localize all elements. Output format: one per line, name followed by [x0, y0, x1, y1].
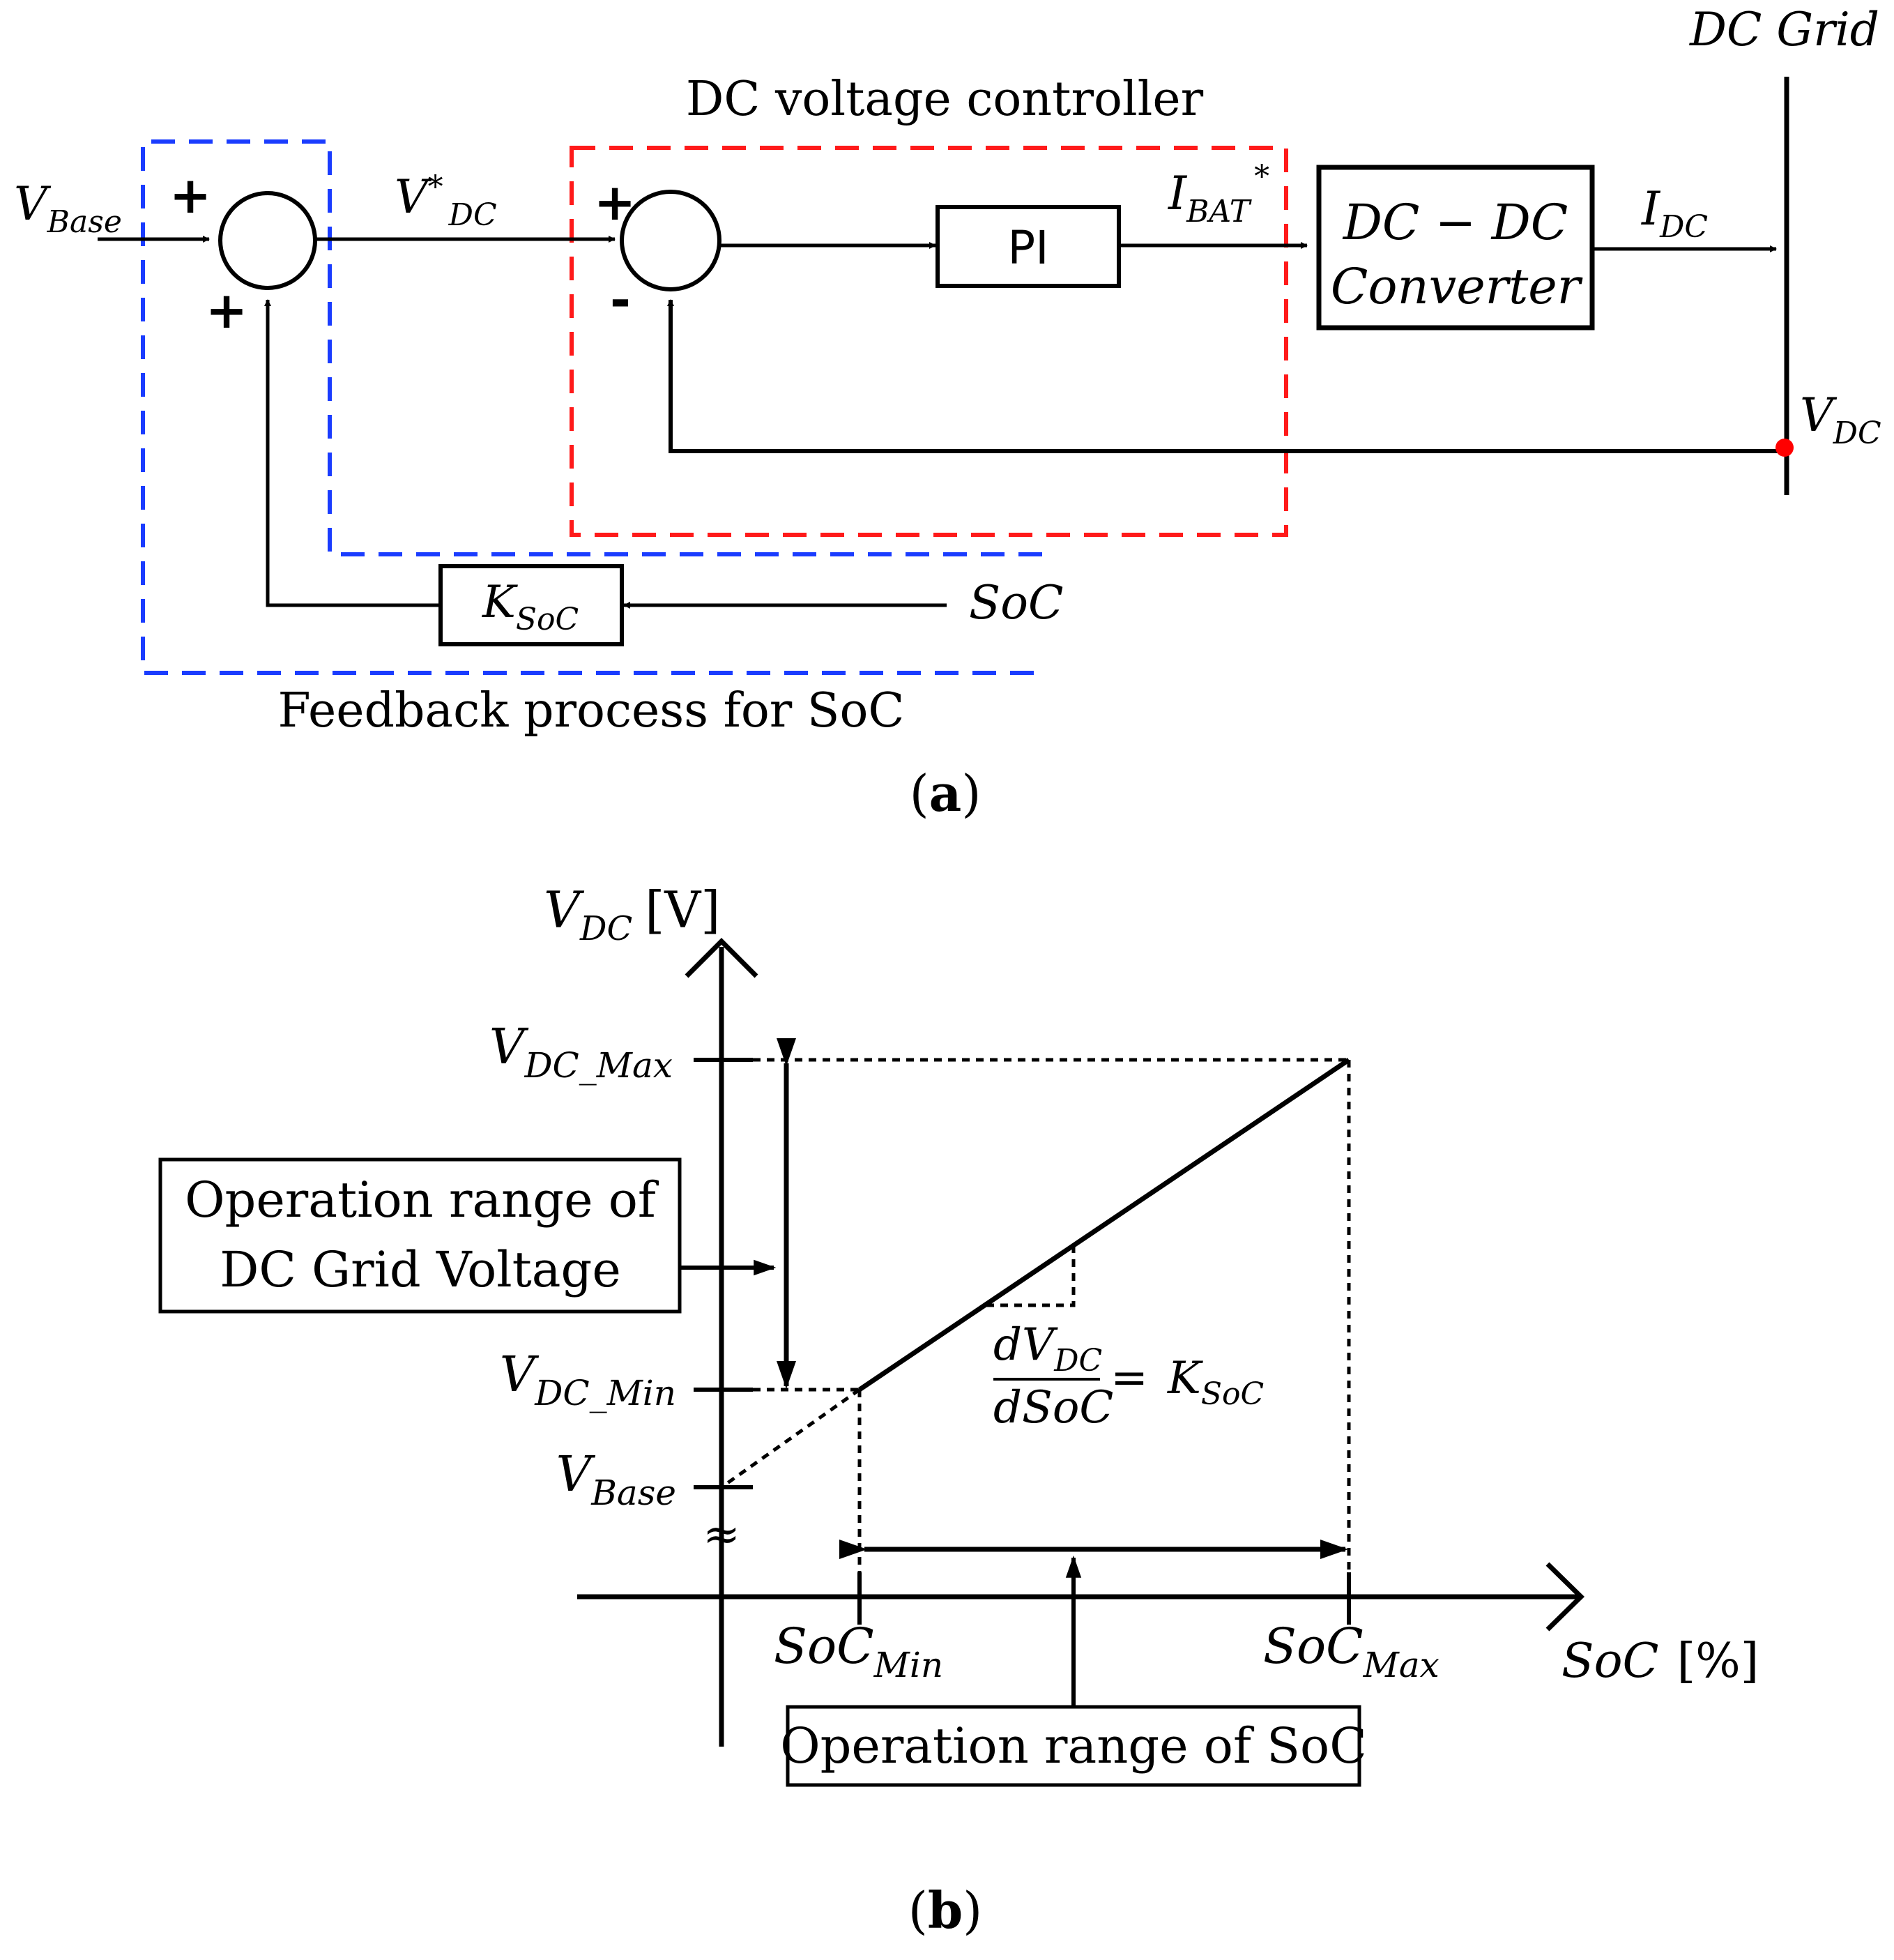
x-axis-label: SoC[%]: [1561, 1634, 1759, 1689]
vbase-input-label: VBase: [14, 177, 122, 240]
soc-min-label: SoCMin: [774, 1618, 943, 1685]
ksoc-label: KSoC: [482, 577, 579, 637]
ksoc-output-line: [264, 299, 441, 607]
vbase-label: VBase: [556, 1445, 676, 1513]
sum-junction-2: [620, 190, 721, 291]
voltage-range-box: [158, 1157, 682, 1314]
y-axis-label: VDC[V]: [544, 881, 720, 948]
soc-max-label: SoCMax: [1263, 1618, 1439, 1685]
soc-range-box: [786, 1705, 1361, 1787]
ibat-ref-label: IBAT*: [1168, 159, 1269, 229]
slope-numerator: dVDC: [993, 1319, 1102, 1378]
grid-label: DC Grid: [1689, 3, 1879, 56]
vdc-min-label: VDC_Min: [500, 1346, 676, 1413]
controller-dashed-box: [570, 146, 1288, 537]
diagram-b: VDC[V] SoC[%] ≈ VDC_Max VDC_Min VBase So…: [158, 881, 1759, 1940]
sum-junction-1: [218, 191, 317, 290]
voltage-range-line-2: DC Grid Voltage: [220, 1241, 621, 1298]
vdc-ref-label: V*DC: [395, 169, 497, 233]
feedback-dashed-box: [141, 139, 1042, 675]
axis-break-symbol: ≈: [703, 1509, 740, 1560]
controller-title: DC voltage controller: [686, 72, 1204, 127]
vdc-measure-node: [1775, 439, 1794, 457]
vdc-feedback-line: [667, 299, 1787, 453]
vdc-grid-label: VDC: [1800, 388, 1881, 451]
slope-denominator: dSoC: [993, 1382, 1113, 1434]
feedback-title: Feedback process for SoC: [278, 683, 905, 738]
pi-block: [935, 205, 1121, 288]
idc-label: IDC: [1641, 182, 1708, 245]
sum1-sign-top: +: [169, 166, 211, 225]
slope-ksoc: KSoC: [1167, 1353, 1264, 1412]
diagram-a: DC voltage controller Feedback process f…: [14, 3, 1881, 823]
soc-input-label: SoC: [969, 576, 1063, 630]
pi-label: PI: [1007, 221, 1048, 275]
voltage-range-line-1: Operation range of: [185, 1171, 659, 1229]
dc-dc-converter-block: [1316, 165, 1595, 331]
x-axis-arrowhead: [1545, 1562, 1585, 1632]
slope-equals: =: [1110, 1352, 1148, 1404]
sum2-sign-bottom: -: [610, 271, 631, 329]
caption-a: (a): [910, 764, 982, 823]
sum1-sign-bottom: +: [206, 281, 247, 340]
vdc-max-label: VDC_Max: [489, 1018, 673, 1086]
extrapolation-to-vbase: [720, 1388, 861, 1489]
soc-range-text: Operation range of SoC: [780, 1717, 1367, 1775]
y-axis-arrowhead: [685, 938, 758, 978]
sum2-sign-top: +: [594, 173, 636, 231]
converter-line-1: DC − DC: [1342, 194, 1568, 251]
slope-triangle: [986, 1245, 1076, 1307]
converter-line-2: Converter: [1331, 258, 1583, 315]
vdc-soc-characteristic: [858, 1058, 1350, 1392]
caption-b: (b): [908, 1881, 983, 1940]
